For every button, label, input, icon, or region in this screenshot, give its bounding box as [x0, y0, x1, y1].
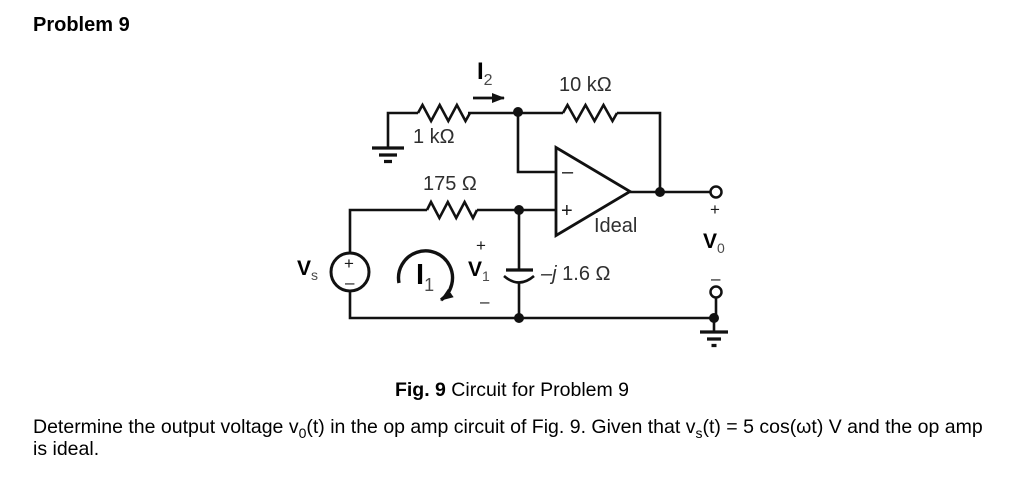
page-title: Problem 9	[33, 14, 130, 36]
figure-caption-number: Fig. 9	[394, 379, 446, 401]
label-vo: V0	[703, 231, 725, 255]
junction-rail-ground	[709, 313, 719, 323]
label-cap-j: –j	[541, 263, 557, 285]
label-i2-main: I	[477, 58, 484, 85]
label-resistor-10k: 10 kΩ	[559, 74, 612, 96]
wire-source-top	[348, 208, 427, 253]
label-v1-main: V	[468, 258, 483, 281]
wire-feedback	[617, 111, 662, 192]
label-vo-sub: 0	[717, 240, 725, 257]
v1-minus-sign: –	[480, 292, 490, 311]
label-capacitor-impedance: –j 1.6 Ω	[541, 264, 610, 284]
label-resistor-175: 175 Ω	[423, 173, 477, 195]
vo-plus-sign: +	[710, 200, 720, 219]
source-plus-sign: +	[344, 254, 354, 273]
label-opamp-ideal: Ideal	[594, 215, 638, 237]
label-i1-main: I	[416, 259, 425, 291]
vo-minus-sign: –	[711, 269, 721, 288]
statement-sub1: 0	[298, 424, 307, 441]
opamp-minus-input: –	[562, 161, 574, 183]
output-terminal-plus-icon	[709, 185, 723, 199]
ground-right-icon	[700, 330, 728, 348]
problem-statement: Determine the output voltage v0(t) in th…	[33, 416, 1003, 460]
label-vo-main: V	[703, 230, 718, 253]
opamp-plus-input: +	[561, 200, 573, 222]
opamp-triangle	[554, 145, 633, 238]
current-i1-loop-icon	[396, 249, 455, 302]
statement-seg1: Determine the output voltage v	[33, 416, 299, 438]
resistor-175	[425, 199, 479, 221]
label-vs: Vs	[297, 258, 318, 282]
label-vs-main: V	[297, 257, 312, 280]
wire-input-left	[386, 111, 418, 147]
label-i2: I2	[477, 60, 493, 89]
resistor-10k	[561, 102, 619, 124]
label-resistor-1k: 1 kΩ	[413, 126, 455, 148]
ground-left-icon	[372, 146, 404, 164]
wire-source-bottom-rail	[348, 291, 714, 320]
wire-inverting-input	[516, 112, 557, 174]
label-i1: I1	[416, 261, 434, 294]
label-i2-sub: 2	[483, 71, 493, 89]
label-v1-sub: 1	[482, 268, 490, 285]
label-vs-sub: s	[311, 267, 319, 284]
statement-line2: is ideal.	[33, 438, 100, 460]
output-terminal-minus-icon	[709, 285, 723, 299]
statement-seg3: (t) = 5 cos(ωt) V and the op amp	[702, 416, 983, 438]
junction-node-b	[514, 205, 524, 215]
statement-sub2: s	[695, 424, 703, 441]
figure-caption: Fig. 9 Circuit for Problem 9	[0, 379, 1024, 401]
junction-rail-cap	[514, 313, 524, 323]
label-i1-sub: 1	[424, 274, 435, 295]
capacitor-plate-curved	[503, 274, 535, 284]
statement-seg2: (t) in the op amp circuit of Fig. 9. Giv…	[306, 416, 696, 438]
label-v1: V1	[468, 259, 490, 283]
source-minus-sign: –	[345, 273, 355, 292]
junction-output	[655, 187, 665, 197]
figure-caption-text: Circuit for Problem 9	[445, 379, 630, 401]
junction-node-a	[513, 107, 523, 117]
v1-plus-sign: +	[476, 236, 486, 255]
label-cap-value: 1.6 Ω	[556, 263, 611, 285]
resistor-1k	[416, 102, 472, 124]
